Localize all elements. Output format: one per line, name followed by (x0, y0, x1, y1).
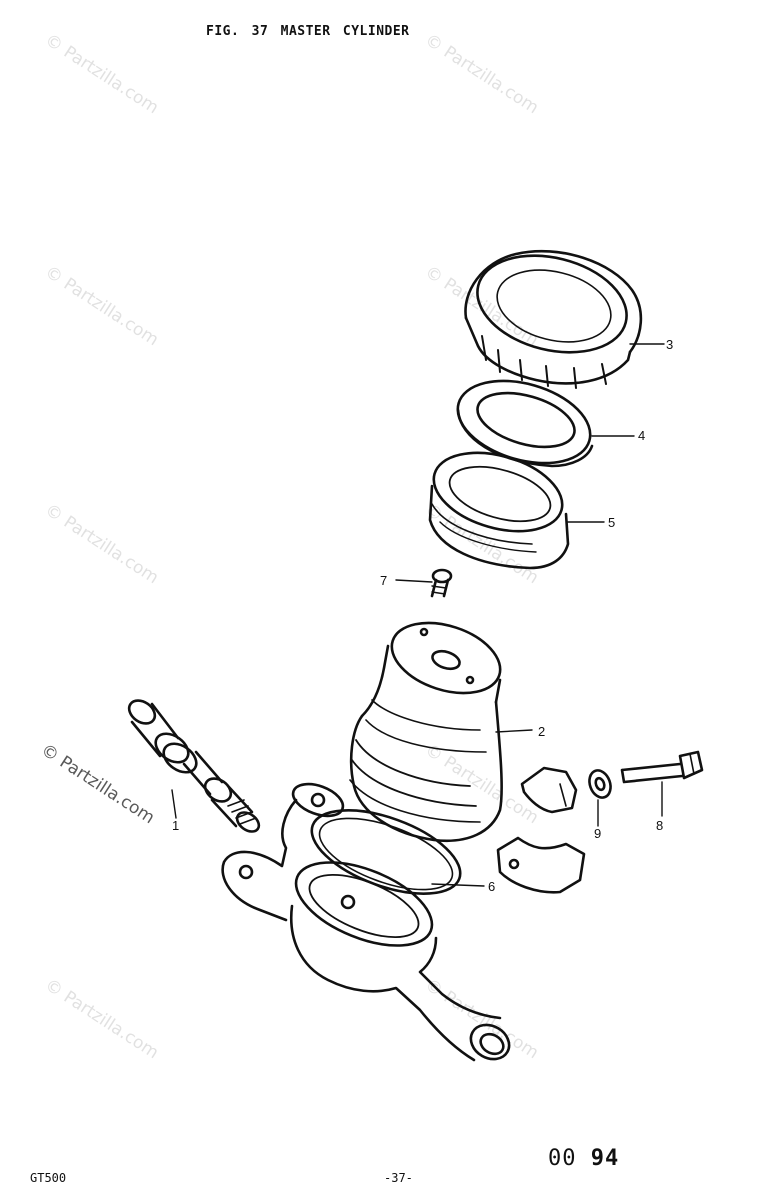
model-name: GT500 (30, 1171, 67, 1185)
master-cylinder-body (221, 782, 511, 1062)
callout-4: 4 (638, 428, 645, 443)
washer (588, 769, 612, 799)
callout-5: 5 (608, 515, 615, 530)
page-number: -37- (384, 1171, 413, 1185)
callout-9: 9 (594, 826, 601, 841)
handlebar-clamp (496, 766, 586, 894)
callout-3: 3 (666, 337, 673, 352)
diagram-code: 00 94 (548, 1146, 619, 1171)
cap-screw (430, 568, 453, 598)
o-ring (310, 809, 462, 895)
callout-2: 2 (538, 724, 545, 739)
figure-title: FIG. 37 MASTER CYLINDER (206, 24, 410, 39)
diaphragm-plate-ring (456, 379, 594, 468)
diagram-code-part2: 94 (590, 1146, 620, 1171)
clamp-bolt (620, 750, 704, 784)
callout-7: 7 (380, 573, 387, 588)
reservoir-cap (464, 249, 643, 389)
diaphragm (428, 451, 570, 570)
callout-8: 8 (656, 818, 663, 833)
callout-6: 6 (488, 879, 495, 894)
leader-lines (171, 343, 665, 887)
callout-1: 1 (172, 818, 179, 833)
diagram-code-part1: 00 (548, 1146, 577, 1171)
reservoir-body (349, 621, 503, 843)
piston-assembly (127, 699, 261, 833)
